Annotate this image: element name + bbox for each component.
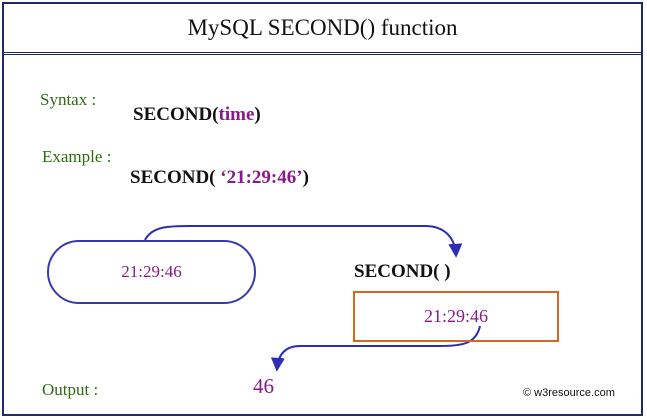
title-bar: MySQL SECOND() function: [4, 4, 641, 55]
input-time-value: 21:29:46: [121, 262, 182, 281]
input-time-pill: 21:29:46: [47, 240, 256, 304]
example-arg: ‘21:29:46’: [220, 167, 303, 188]
page-title: MySQL SECOND() function: [187, 15, 458, 40]
result-seconds-highlight: 46: [465, 303, 493, 329]
syntax-fn: SECOND(: [133, 104, 219, 125]
result-box: 21:29:46: [353, 291, 559, 342]
output-label: Output :: [42, 380, 99, 399]
result-prefix: 21:29:: [423, 306, 470, 326]
arrow-input-to-function: [144, 225, 463, 258]
example-label: Example :: [42, 147, 112, 166]
syntax-arg: time: [218, 104, 255, 125]
syntax-close: ): [254, 104, 261, 125]
syntax-code: SECOND(time): [133, 104, 261, 126]
arrow-result-to-output: [270, 325, 481, 372]
example-code: SECOND( ‘21:29:46’): [130, 167, 309, 189]
output-value: 46: [253, 374, 274, 398]
example-close: ): [302, 167, 309, 188]
w3resource-credit: © w3resource.com: [523, 387, 615, 399]
syntax-label: Syntax :: [40, 90, 97, 109]
result-value: 21:29:46: [423, 303, 493, 329]
function-label: SECOND( ): [354, 261, 451, 282]
example-fn: SECOND(: [130, 167, 221, 188]
